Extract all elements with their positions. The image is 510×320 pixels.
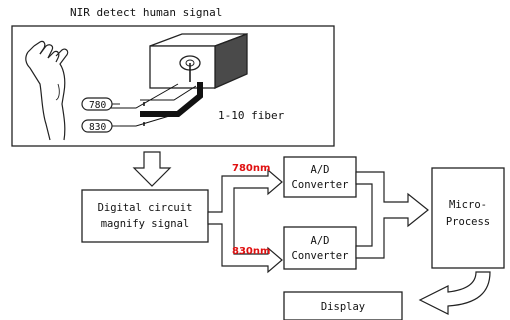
micro-process-line2: Process	[446, 216, 490, 228]
display-label: Display	[321, 301, 365, 313]
svg-text:780: 780	[89, 100, 106, 111]
wavelength-tag-830: 830	[81, 119, 120, 133]
curved-arrow-to-display	[418, 271, 491, 315]
ad-converter-2-line1: A/D	[311, 235, 330, 247]
digital-circuit-box	[81, 189, 209, 243]
svg-text:830: 830	[89, 122, 106, 133]
merge-arrow	[355, 171, 429, 259]
display-box	[283, 291, 403, 320]
fiber-label: 1-10 fiber	[218, 109, 285, 122]
down-arrow-to-circuit	[132, 151, 172, 187]
ad-converter-1-line1: A/D	[311, 164, 330, 176]
fiber-bundle	[100, 63, 203, 127]
hand-illustration	[25, 40, 69, 141]
ad-converter-2-line2: Converter	[292, 250, 349, 262]
optical-probe-device	[149, 33, 248, 89]
digital-circuit-line2: magnify signal	[101, 218, 190, 230]
wavelength-tag-780: 780	[81, 97, 120, 111]
wavelength-label-780: 780nm	[232, 163, 270, 174]
ad-converter-1-box	[283, 156, 357, 198]
digital-circuit-line1: Digital circuit	[98, 202, 193, 214]
ad-converter-2-box	[283, 226, 357, 270]
split-arrow	[207, 168, 283, 274]
wavelength-label-830: 830nm	[232, 246, 270, 257]
ad-converter-1-line2: Converter	[292, 179, 349, 191]
diagram-title: NIR detect human signal	[70, 6, 222, 19]
micro-process-line1: Micro-	[449, 199, 487, 211]
micro-process-box	[431, 167, 505, 269]
